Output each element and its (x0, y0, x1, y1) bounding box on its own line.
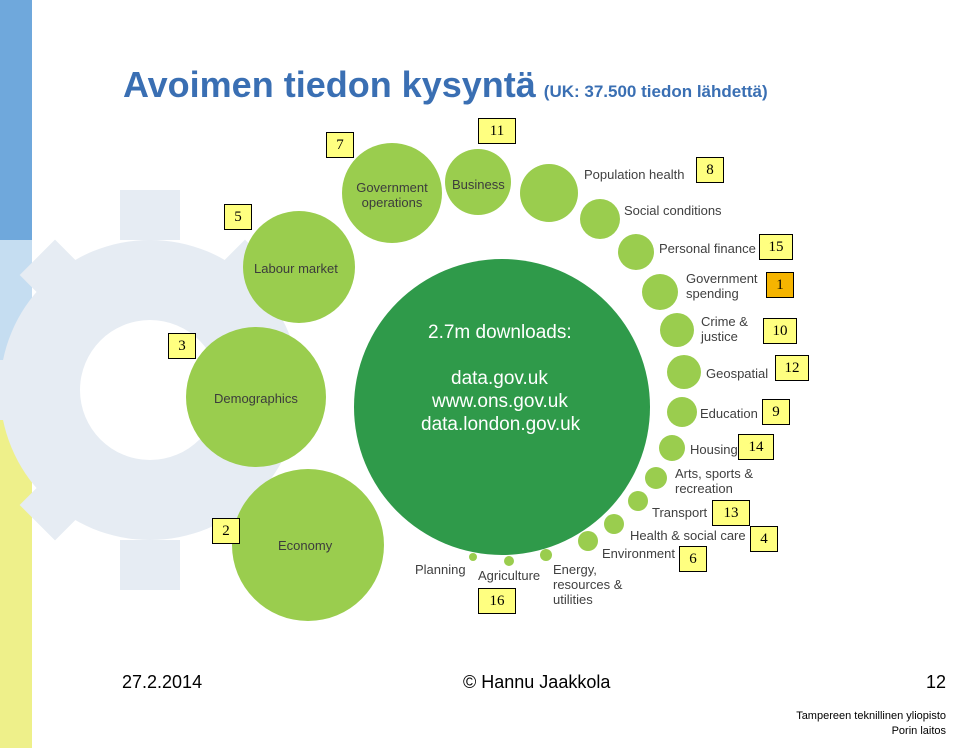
bubble-crime-justice (660, 313, 694, 347)
bubble-housing (659, 435, 685, 461)
bubble-agriculture (504, 556, 514, 566)
label-energy: Energy, resources & utilities (553, 562, 623, 607)
rank-box-economy: 2 (212, 518, 240, 544)
title-main: Avoimen tiedon kysyntä (123, 64, 536, 105)
footer-page-number: 12 (926, 672, 947, 692)
label-crime-justice: Crime & justice (701, 314, 748, 344)
rank-box-agriculture: 16 (478, 588, 516, 614)
bubble-government-spending (642, 274, 678, 310)
bubble-demographics (186, 327, 326, 467)
center-site-1: data.gov.uk (451, 368, 548, 389)
bubble-planning (469, 553, 477, 561)
slide-title: Avoimen tiedon kysyntä (UK: 37.500 tiedon… (123, 64, 768, 106)
rank-box-transport: 4 (750, 526, 778, 552)
rank-box-environment: 6 (679, 546, 707, 572)
bubble-transport (628, 491, 648, 511)
center-heading: 2.7m downloads: (428, 322, 572, 343)
label-housing: Housing (690, 442, 738, 457)
label-arts-sports-recreation: Arts, sports & recreation (675, 466, 754, 496)
center-site-3: data.london.gov.uk (421, 414, 581, 435)
bubble-health-social-care (604, 514, 624, 534)
bubble-education (667, 397, 697, 427)
bubble-labour-market (243, 211, 355, 323)
rank-box-health-social-care: 13 (712, 500, 750, 526)
center-site-2: www.ons.gov.uk (432, 391, 568, 412)
label-planning: Planning (415, 562, 466, 577)
bubble-population-health (520, 164, 578, 222)
label-agriculture: Agriculture (478, 568, 541, 583)
rank-box-crime-justice: 10 (763, 318, 797, 344)
bubble-energy (540, 549, 552, 561)
footer-institution-line2: Porin laitos (891, 725, 946, 737)
label-demographics: Demographics (214, 391, 298, 406)
label-population-health: Population health (584, 167, 685, 182)
label-government-spending: Government spending (686, 271, 758, 301)
rank-box-government-operations: 7 (326, 132, 354, 158)
title-subtitle: (UK: 37.500 tiedon lähdettä) (543, 82, 768, 101)
footer-date: 27.2.2014 (122, 672, 203, 692)
label-government-operations: Government operations (356, 180, 428, 210)
label-geospatial: Geospatial (706, 366, 769, 381)
rank-box-education: 9 (762, 399, 790, 425)
label-health-social-care: Health & social care (630, 528, 746, 543)
bubble-business (445, 149, 511, 215)
bubble-social-conditions (580, 199, 620, 239)
rank-box-business: 11 (478, 118, 516, 144)
rank-box-demographics: 3 (168, 333, 196, 359)
bubble-economy (232, 469, 384, 621)
label-education: Education (700, 406, 758, 421)
rank-box-geospatial: 12 (775, 355, 809, 381)
rank-box-personal-finance: 15 (759, 234, 793, 260)
footer-author: © Hannu Jaakkola (463, 672, 611, 692)
label-personal-finance: Personal finance (659, 241, 756, 256)
label-economy: Economy (278, 538, 333, 553)
label-business: Business (452, 177, 505, 192)
rank-box-housing: 14 (738, 434, 774, 460)
rank-box-population-health: 8 (696, 157, 724, 183)
bubble-personal-finance (618, 234, 654, 270)
bubble-environment (578, 531, 598, 551)
rank-box-labour-market: 5 (224, 204, 252, 230)
bubble-center (354, 259, 650, 555)
label-transport: Transport (652, 505, 708, 520)
label-environment: Environment (602, 546, 675, 561)
rank-box-government-spending: 1 (766, 272, 794, 298)
bubble-geospatial (667, 355, 701, 389)
label-social-conditions: Social conditions (624, 203, 722, 218)
footer-institution-line1: Tampereen teknillinen yliopisto (796, 710, 946, 722)
bubble-government-operations (342, 143, 442, 243)
bubble-arts-sports (645, 467, 667, 489)
label-labour-market: Labour market (254, 261, 338, 276)
